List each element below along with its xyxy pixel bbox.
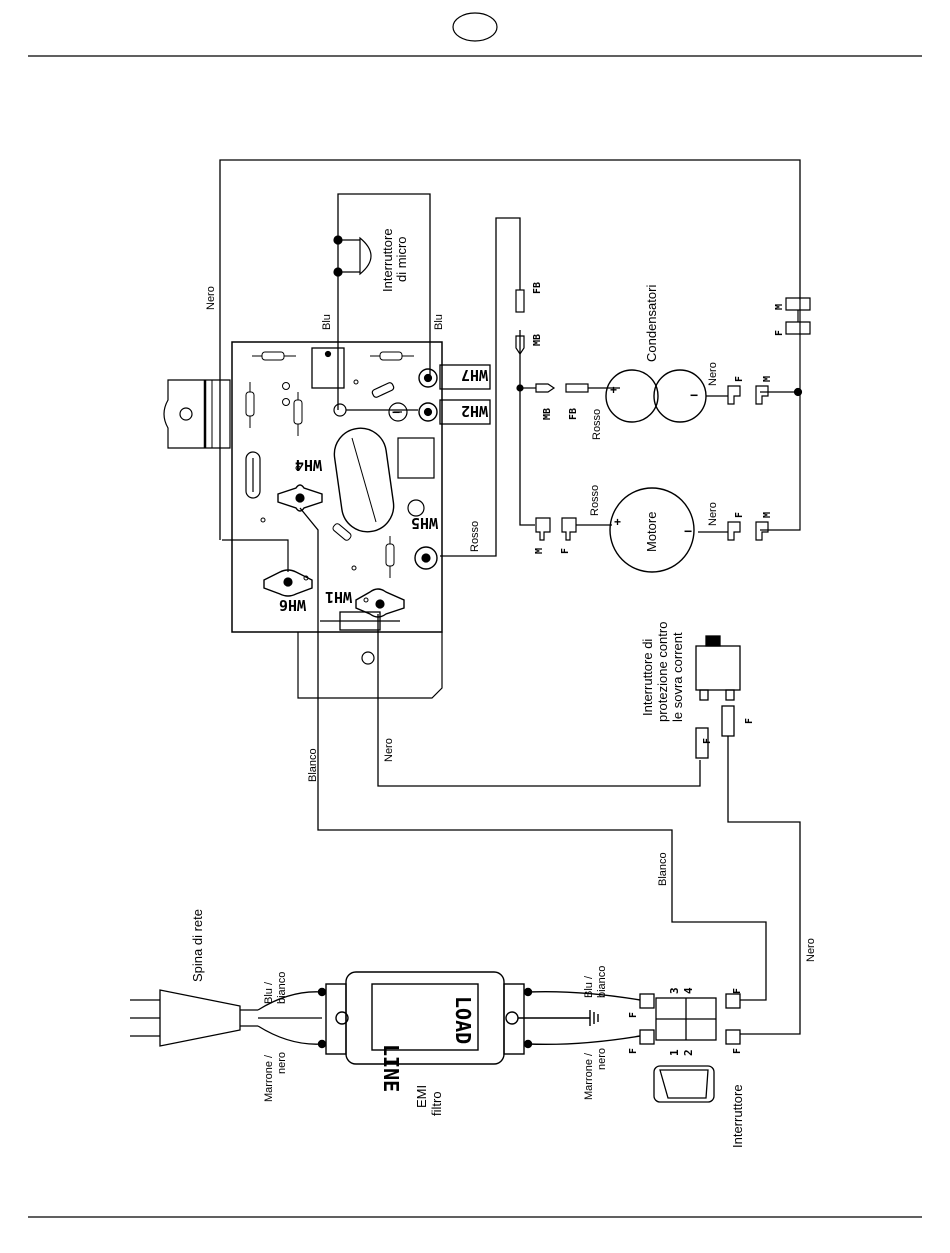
code-f-oc-left: F	[702, 738, 713, 744]
label-blu-bianco-r1: Blu /	[583, 975, 595, 998]
wh2-minus: −	[392, 404, 400, 420]
code-wh7: WH7	[461, 366, 488, 384]
motor-plus: +	[614, 515, 621, 529]
label-overcurrent-3: le sovra corrent	[670, 632, 685, 722]
page-number-badge	[452, 12, 498, 42]
cond-plus: +	[610, 383, 617, 397]
label-overcurrent-2: protezione contro	[655, 622, 670, 722]
code-f-right-top: F	[774, 330, 785, 336]
label-motore: Motore	[644, 512, 659, 552]
code-m-cond: M	[762, 376, 773, 382]
code-m-right-top: M	[774, 304, 785, 310]
code-wh6: WH6	[279, 596, 306, 614]
code-m-motor-right: M	[762, 512, 773, 518]
switch-num-1: 1	[668, 1049, 681, 1056]
top-wires	[219, 159, 801, 557]
label-blu-left: Blu	[321, 314, 333, 330]
label-nero-top: Nero	[205, 286, 217, 310]
label-overcurrent-1: Interruttore di	[640, 639, 655, 716]
label-spina-di-rete: Spina di rete	[190, 909, 205, 982]
code-f-sw-tl: F	[628, 1012, 639, 1018]
label-nero-motor: Nero	[707, 502, 719, 526]
code-f-motor: F	[560, 548, 571, 554]
mains-plug	[130, 989, 323, 1047]
motor	[609, 487, 695, 573]
label-line: LINE	[379, 1044, 403, 1092]
label-rosso-motor: Rosso	[589, 485, 601, 516]
label-load: LOAD	[451, 996, 475, 1044]
label-blu-bianco-r2: bianco	[596, 966, 608, 998]
switch-num-4: 4	[682, 987, 695, 994]
label-rosso-board: Rosso	[469, 521, 481, 552]
code-f-cond: F	[734, 376, 745, 382]
label-emi-2: filtro	[429, 1091, 444, 1116]
switch-num-3: 3	[668, 987, 681, 994]
micro-switch	[333, 235, 372, 277]
code-mb-top: MB	[532, 334, 543, 346]
main-switch	[639, 993, 741, 1103]
overcurrent-switch	[695, 635, 801, 1035]
code-mb-mid: MB	[542, 408, 553, 420]
code-wh1: WH1	[325, 588, 352, 606]
code-m-motor: M	[534, 548, 545, 554]
label-blanco-left: Blanco	[307, 748, 319, 782]
label-interruttore-micro-2: di micro	[394, 236, 409, 282]
code-f-sw-tr: F	[732, 988, 743, 994]
code-f-motor-right: F	[734, 512, 745, 518]
label-marrone-nero-r1: Marrone /	[583, 1052, 595, 1100]
control-board	[163, 341, 767, 1001]
label-nero-mid: Nero	[383, 738, 395, 762]
code-wh5: WH5	[411, 514, 438, 532]
label-blu-right: Blu	[433, 314, 445, 330]
emi-filter	[317, 971, 641, 1065]
code-f-sw-br: F	[732, 1048, 743, 1054]
label-blanco-right: Blanco	[657, 852, 669, 886]
code-wh4: WH4	[295, 456, 322, 474]
motor-minus: −	[684, 523, 692, 539]
label-marrone-nero-l1: Marrone /	[263, 1054, 275, 1102]
label-emi-1: EMI	[414, 1085, 429, 1108]
code-f-sw-bl: F	[628, 1048, 639, 1054]
code-wh2: WH2	[461, 402, 488, 420]
label-nero-cond: Nero	[707, 362, 719, 386]
switch-num-2: 2	[682, 1049, 695, 1056]
label-marrone-nero-r2: nero	[596, 1048, 608, 1070]
label-condensatori: Condensatori	[644, 285, 659, 362]
label-nero-right: Nero	[805, 938, 817, 962]
label-rosso-cond: Rosso	[591, 409, 603, 440]
cond-minus: −	[690, 387, 698, 403]
label-interruttore: Interruttore	[730, 1084, 745, 1148]
code-fb-mid: FB	[568, 408, 579, 420]
label-interruttore-micro-1: Interruttore	[380, 228, 395, 292]
label-marrone-nero-l2: nero	[276, 1052, 288, 1074]
capacitors	[605, 369, 707, 423]
code-fb-top: FB	[532, 282, 543, 294]
label-blu-bianco-l2: bianco	[276, 972, 288, 1004]
connectors	[515, 289, 811, 541]
code-f-oc-right: F	[744, 718, 755, 724]
label-blu-bianco-l1: Blu /	[263, 981, 275, 1004]
